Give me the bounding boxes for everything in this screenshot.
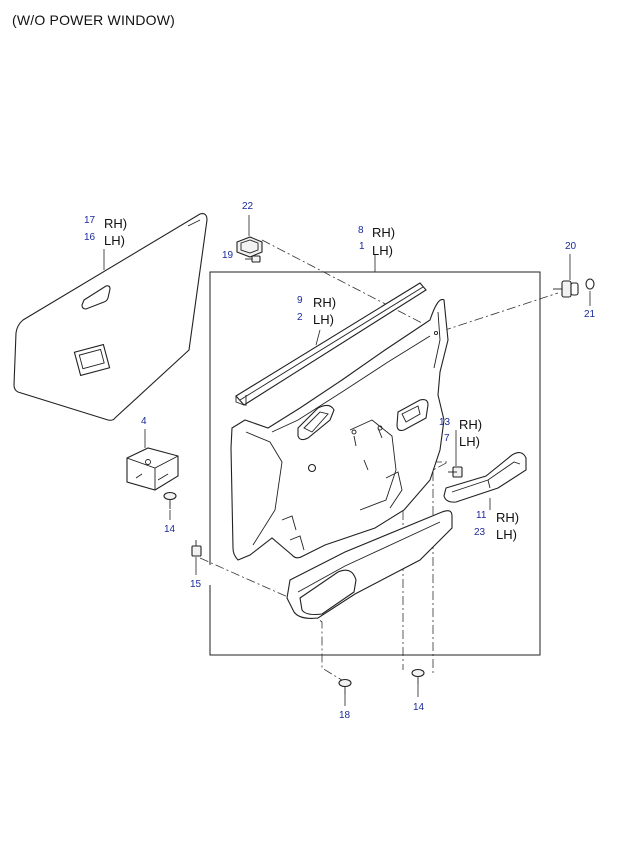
bracket-4 — [126, 447, 179, 491]
side-rh-8: RH) — [372, 225, 395, 240]
trim-hole — [307, 463, 317, 473]
armrest — [443, 452, 527, 503]
inner-handle-recess — [297, 404, 335, 441]
screw-14-left — [163, 491, 177, 509]
switch-bezel — [396, 399, 429, 431]
callout-17: 17 — [84, 215, 96, 226]
callout-15: 15 — [190, 579, 202, 590]
align-line-22-20 — [261, 239, 559, 334]
side-lh-7: LH) — [459, 434, 480, 449]
side-rh-17: RH) — [104, 216, 127, 231]
screw-14-right — [411, 668, 425, 684]
clip-13 — [448, 466, 463, 478]
callout-14-right: 14 — [413, 702, 425, 713]
ring-21 — [585, 278, 595, 290]
pad-handle-pocket — [73, 343, 111, 377]
callout-19: 19 — [222, 250, 234, 261]
callout-7: 7 — [444, 433, 450, 444]
assembly-frame — [209, 271, 541, 656]
clip-15 — [191, 540, 202, 557]
pin-20 — [553, 280, 579, 298]
door-pocket — [286, 510, 453, 619]
side-rh-9: RH) — [313, 295, 336, 310]
callout-2: 2 — [297, 312, 303, 323]
callout-23: 23 — [474, 527, 486, 538]
screw-18 — [338, 678, 352, 694]
diagram-title: (W/O POWER WINDOW) — [12, 12, 176, 28]
align-line-15-18 — [199, 557, 346, 683]
callout-18: 18 — [339, 710, 351, 721]
leader-9-2 — [315, 329, 321, 346]
screw-19 — [245, 255, 261, 263]
callout-4: 4 — [141, 416, 147, 427]
insulation-pad — [13, 213, 208, 421]
side-lh-16: LH) — [104, 233, 125, 248]
callout-21: 21 — [584, 309, 596, 320]
side-lh-1: LH) — [372, 243, 393, 258]
pocket-recess — [299, 569, 357, 616]
callout-14-left: 14 — [164, 524, 176, 535]
side-lh-23: LH) — [496, 527, 517, 542]
side-rh-13: RH) — [459, 417, 482, 432]
callout-1: 1 — [359, 241, 365, 252]
callout-20: 20 — [565, 241, 577, 252]
bracket-22 — [236, 236, 263, 258]
callout-13: 13 — [439, 417, 451, 428]
callout-11: 11 — [476, 510, 487, 521]
side-rh-11: RH) — [496, 510, 519, 525]
callout-9: 9 — [297, 295, 303, 306]
callout-8: 8 — [358, 225, 364, 236]
door-trim-panel — [230, 298, 449, 561]
callout-22: 22 — [242, 201, 254, 212]
weatherstrip — [235, 282, 427, 406]
align-line-14-right — [432, 461, 449, 675]
callout-16: 16 — [84, 232, 96, 243]
pad-opening — [81, 285, 111, 310]
side-lh-2: LH) — [313, 312, 334, 327]
